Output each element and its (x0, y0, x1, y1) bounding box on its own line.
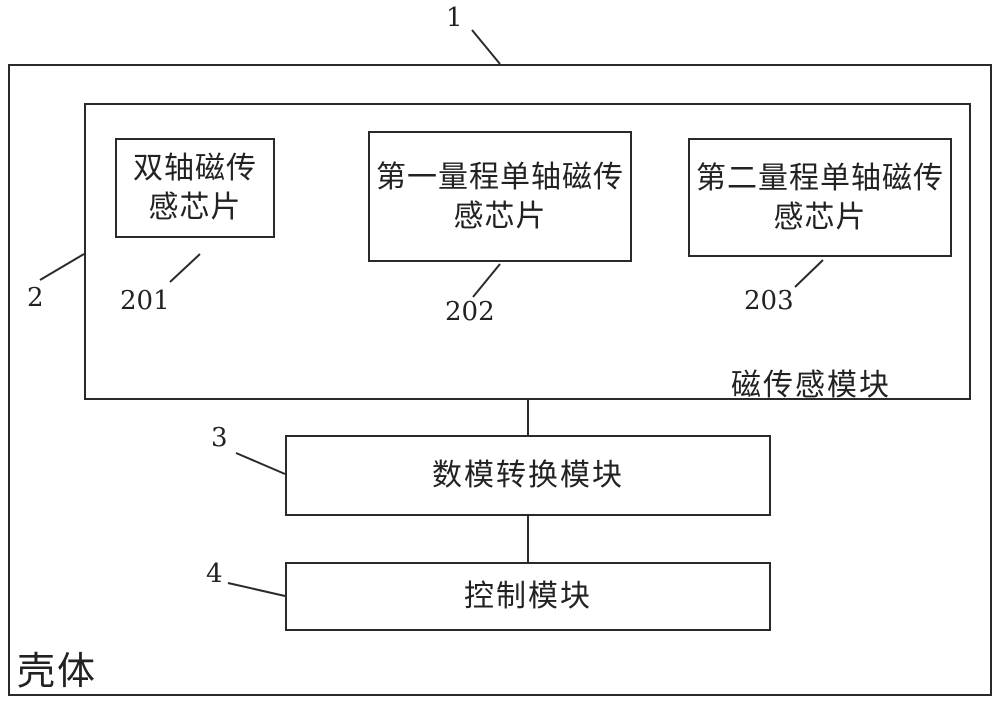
chip-202-box: 第一量程单轴磁传感芯片 (368, 131, 632, 262)
control-module-label: 控制模块 (464, 579, 592, 614)
chip-202-label: 第一量程单轴磁传感芯片 (376, 159, 624, 234)
leader-line-1 (471, 29, 501, 65)
chip-203-label: 第二量程单轴磁传感芯片 (696, 160, 944, 235)
leader-line-4 (227, 582, 286, 597)
adc-module-label: 数模转换模块 (432, 458, 624, 493)
leader-line-201 (169, 253, 201, 283)
ref-label-4: 4 (206, 559, 223, 589)
control-module-box: 控制模块 (285, 562, 771, 631)
ref-label-201: 201 (120, 286, 170, 316)
chip-201-box: 双轴磁传感芯片 (115, 138, 275, 238)
housing-label: 壳体 (17, 649, 98, 693)
magnetic-module-label: 磁传感模块 (731, 368, 891, 403)
adc-module-box: 数模转换模块 (285, 435, 771, 516)
leader-line-3 (235, 452, 286, 475)
ref-label-203: 203 (744, 286, 794, 316)
leader-line-2 (39, 253, 85, 281)
ref-label-202: 202 (445, 297, 495, 327)
chip-201-label: 双轴磁传感芯片 (133, 151, 257, 225)
chip-203-box: 第二量程单轴磁传感芯片 (688, 138, 952, 257)
leader-line-202 (472, 263, 501, 298)
ref-label-2: 2 (27, 283, 44, 313)
leader-line-203 (794, 259, 824, 288)
ref-label-1: 1 (446, 3, 463, 33)
ref-label-3: 3 (211, 423, 228, 453)
